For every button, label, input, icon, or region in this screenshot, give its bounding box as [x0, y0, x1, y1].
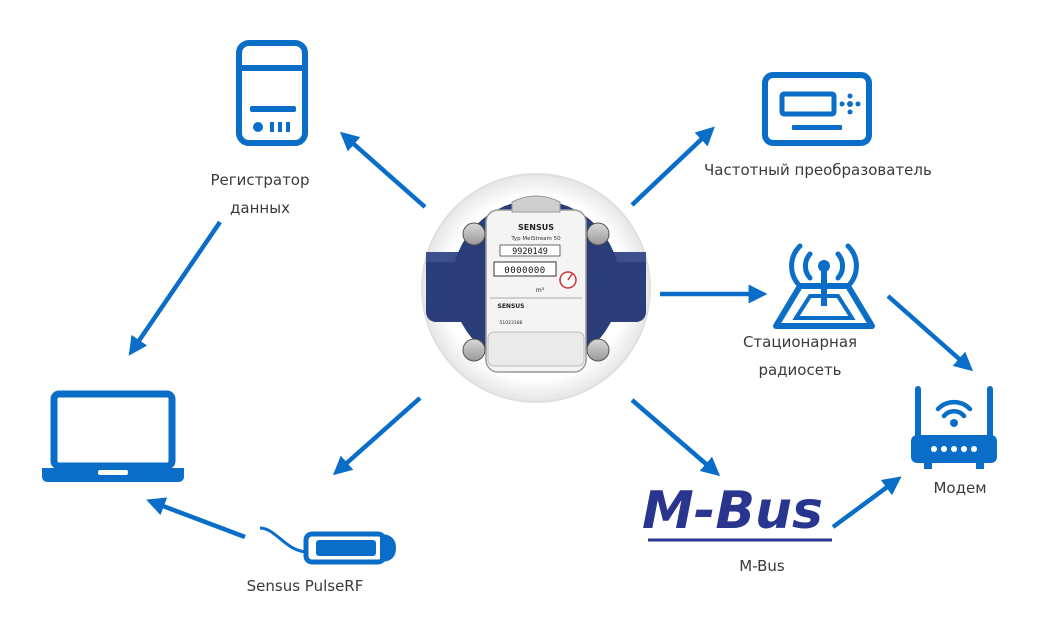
radio-network-label: Стационарная радиосеть: [730, 328, 870, 384]
mbus-logo-text: M-Bus: [642, 481, 823, 541]
server-icon: [236, 40, 308, 146]
radio-network-label-line2: радиосеть: [758, 361, 842, 379]
meter-number-small: 51023186: [500, 320, 523, 326]
pulserf-label: Sensus PulseRF: [246, 577, 364, 595]
data-logger-label-line2: данных: [230, 199, 290, 217]
meter-model: Typ MeiStream 50: [510, 236, 561, 242]
data-logger-label-line1: Регистратор: [210, 171, 310, 189]
arrow-meter-to-converter: [630, 126, 715, 207]
arrow-meter-to-laptop: [332, 396, 422, 476]
laptop-icon: [40, 390, 186, 486]
arrow-radio-to-modem: [886, 294, 974, 372]
water-meter-image: SENSUS Typ MeiStream 50 9920149 0000000 …: [416, 172, 656, 404]
pulse-module-icon: [258, 522, 398, 566]
router-icon: [908, 385, 1000, 471]
modem-label: Модем: [933, 479, 987, 497]
radio-tower-icon: [770, 240, 878, 332]
frequency-converter-icon: [762, 72, 872, 146]
meter-brand: SENSUS: [518, 223, 554, 232]
meter-brand-secondary: SENSUS: [498, 303, 525, 310]
mbus-label: M-Bus: [739, 557, 785, 575]
arrow-meter-to-mbus: [630, 398, 721, 477]
arrow-logger-to-laptop: [128, 220, 222, 356]
mbus-logo: M-Bus: [640, 478, 840, 548]
data-logger-label: Регистратор данных: [190, 166, 330, 222]
meter-digits: 0000000: [504, 266, 545, 276]
arrow-meter-to-logger: [339, 131, 427, 209]
arrow-mbus-to-modem: [831, 476, 902, 529]
radio-network-label-line1: Стационарная: [742, 333, 858, 351]
meter-unit: m³: [536, 287, 545, 294]
arrow-pulserf-to-laptop: [146, 497, 246, 540]
meter-serial: 9920149: [512, 247, 548, 257]
frequency-converter-label: Частотный преобразователь: [704, 161, 932, 179]
